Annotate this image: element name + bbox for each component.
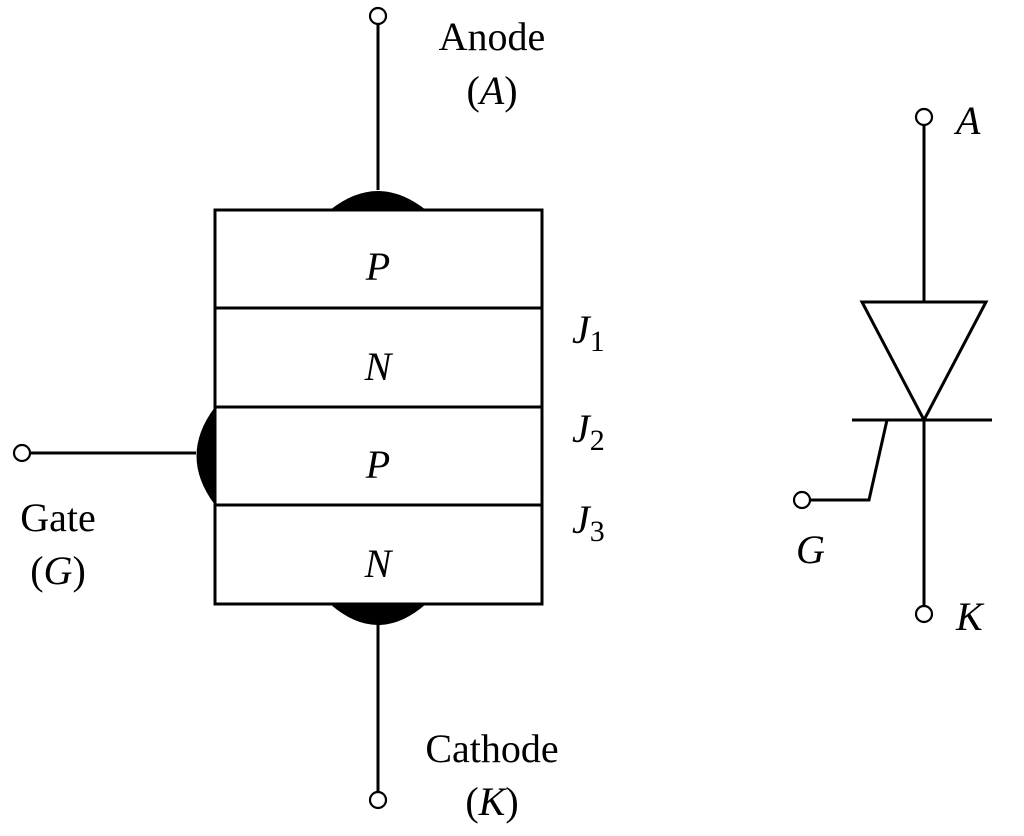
gate-name-label: Gate <box>20 495 96 540</box>
symbol-gate-lead <box>810 419 889 502</box>
junction-j3-label: J3 <box>572 497 605 548</box>
cathode-name-label: Cathode <box>425 726 558 771</box>
cathode-terminal[interactable] <box>368 790 388 810</box>
cathode-contact <box>330 604 426 625</box>
symbol-gate-terminal[interactable] <box>792 490 812 510</box>
layer-3-label: P <box>365 442 390 487</box>
anode-symbol-label: (A) <box>466 68 517 113</box>
junction-j1-label: J1 <box>572 307 605 358</box>
gate-symbol-label: (G) <box>30 548 86 593</box>
scr-circuit-symbol: A G K <box>792 98 992 639</box>
symbol-gate-label: G <box>796 527 825 572</box>
anode-contact <box>330 191 426 210</box>
symbol-cathode-label: K <box>955 594 985 639</box>
cathode-symbol-label: (K) <box>465 779 518 824</box>
anode-terminal[interactable] <box>368 6 388 26</box>
layer-2-label: N <box>364 344 394 389</box>
scr-layer-structure: P N P N Anode (A) Gate (G) Cathode (K) J… <box>12 6 605 824</box>
layer-1-label: P <box>365 244 390 289</box>
gate-terminal[interactable] <box>12 443 32 463</box>
symbol-anode-terminal[interactable] <box>914 107 934 127</box>
symbol-cathode-terminal[interactable] <box>914 604 934 624</box>
anode-name-label: Anode <box>439 14 546 59</box>
gate-contact <box>196 407 215 505</box>
junction-j2-label: J2 <box>572 406 605 457</box>
diode-triangle <box>859 300 989 424</box>
symbol-anode-label: A <box>953 98 981 143</box>
layer-4-label: N <box>364 541 394 586</box>
